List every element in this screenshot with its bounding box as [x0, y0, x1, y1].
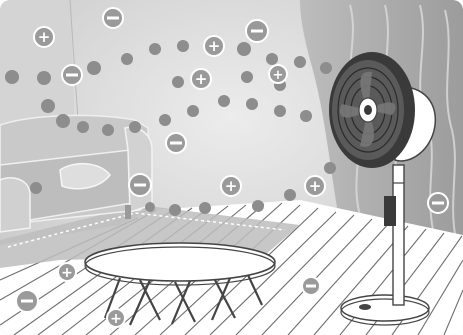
svg-text:+: + — [110, 311, 122, 327]
negative-ion-icon — [302, 277, 320, 295]
negative-ion-icon: − — [103, 8, 123, 28]
positive-ion-icon: + — [34, 27, 54, 47]
negative-ion-icon — [62, 65, 82, 85]
positive-ion-icon: + — [221, 176, 241, 196]
positive-ion-icon: + — [269, 65, 287, 83]
negative-ion-icon — [16, 290, 38, 312]
positive-ion-icon: + — [58, 263, 76, 281]
negative-ion-icon — [428, 193, 448, 213]
positive-ion-icon: + — [204, 36, 224, 56]
positive-ion-icon: + — [191, 69, 211, 89]
negative-ion-icon — [166, 133, 186, 153]
svg-text:+: + — [38, 28, 51, 46]
positive-ion-icon: + — [107, 309, 125, 327]
positive-ion-icon: + — [305, 176, 325, 196]
svg-text:+: + — [61, 265, 73, 281]
svg-text:+: + — [309, 177, 322, 195]
sofa — [0, 115, 152, 232]
negative-ion-icon — [246, 20, 268, 42]
svg-text:+: + — [195, 70, 208, 88]
svg-text:+: + — [273, 68, 284, 83]
negative-ion-icon — [129, 174, 151, 196]
svg-text:+: + — [225, 177, 238, 195]
svg-text:+: + — [208, 37, 221, 55]
